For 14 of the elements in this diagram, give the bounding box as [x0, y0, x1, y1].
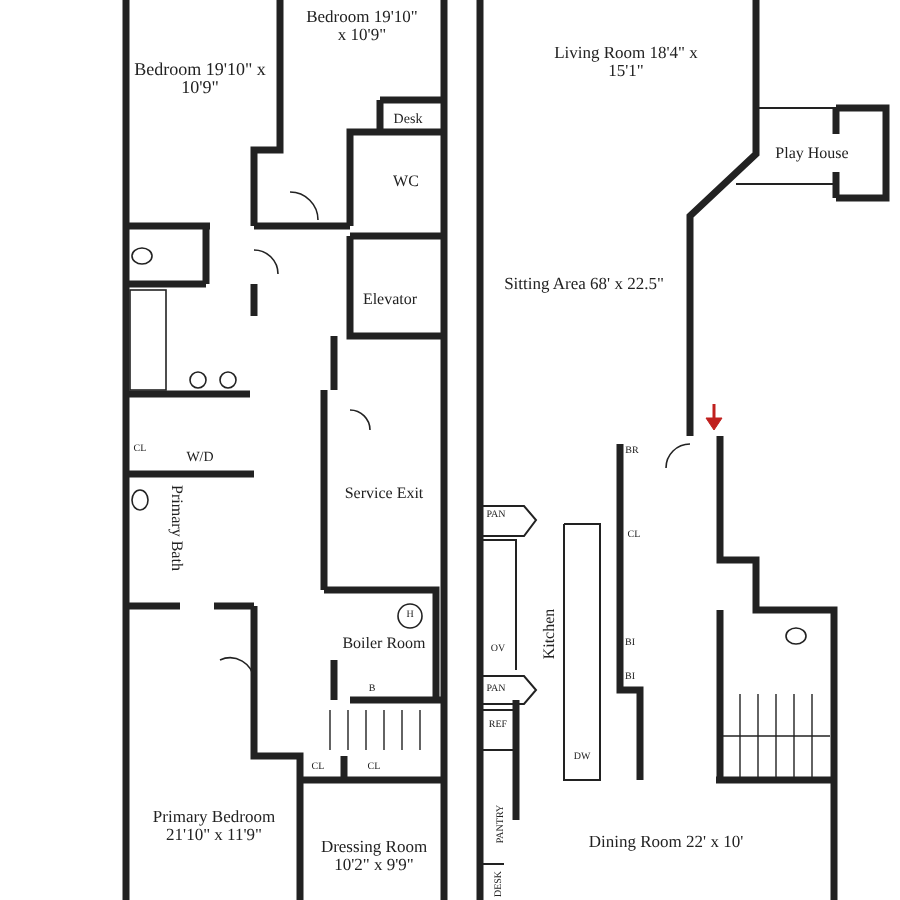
room-label: Living Room 18'4" x 15'1": [552, 44, 700, 80]
room-label: Primary Bedroom 21'10" x 11'9": [150, 808, 278, 844]
room-label: WC: [393, 173, 419, 191]
room-label: Elevator: [362, 291, 418, 309]
room-label: Bedroom 19'10" x 10'9": [304, 8, 420, 44]
room-label: Dressing Room 10'2" x 9'9": [318, 838, 430, 874]
room-label: Service Exit: [344, 485, 424, 503]
room-label: Kitchen: [541, 608, 559, 660]
room-label: Primary Bath: [167, 485, 185, 571]
room-label: Play House: [775, 145, 849, 163]
room-label: Dining Room 22' x 10': [586, 833, 746, 851]
room-label: Boiler Room: [342, 635, 426, 653]
room-label: Sitting Area 68' x 22.5": [504, 275, 664, 293]
room-label: Bedroom 19'10" x 10'9": [132, 61, 268, 99]
